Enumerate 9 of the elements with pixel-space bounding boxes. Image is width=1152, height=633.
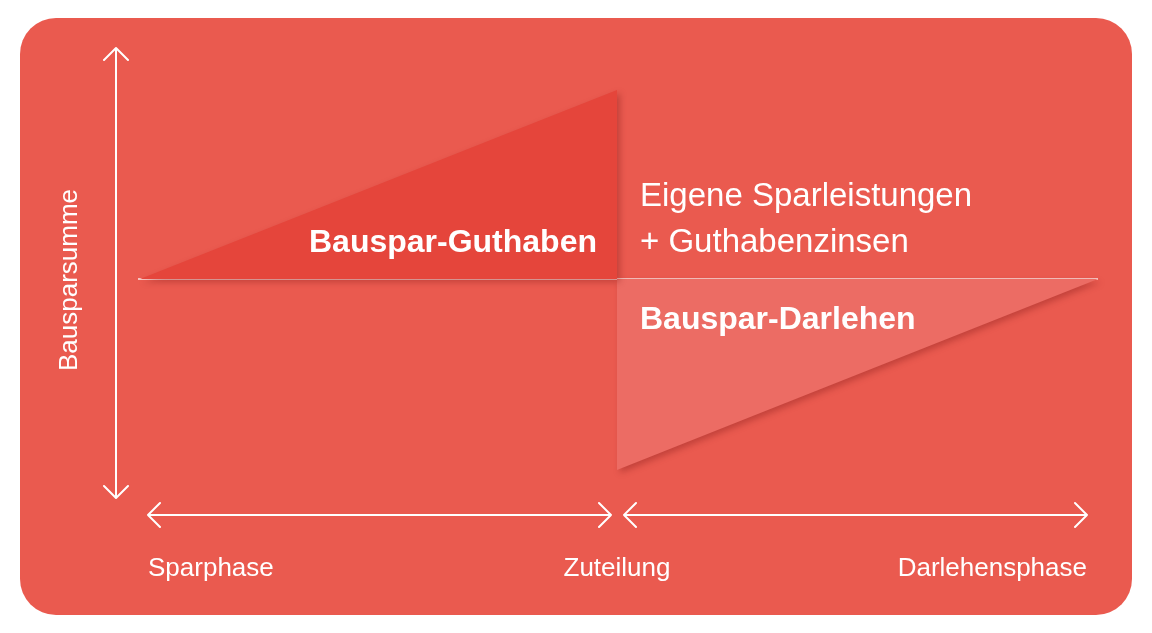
description-text: Eigene Sparleistungen + Guthabenzinsen <box>640 175 974 261</box>
phase-label: Sparphase <box>148 551 274 583</box>
savings-balance-triangle <box>140 90 617 279</box>
loan-triangle <box>617 279 1098 470</box>
area-label: Bauspar-Guthaben <box>308 222 597 260</box>
phase-label: Darlehensphase <box>897 551 1087 583</box>
area-label: Bauspar-Darlehen <box>640 299 916 337</box>
axis-label: Bausparsumme <box>53 188 83 372</box>
phase-label: Zuteilung <box>563 551 671 583</box>
